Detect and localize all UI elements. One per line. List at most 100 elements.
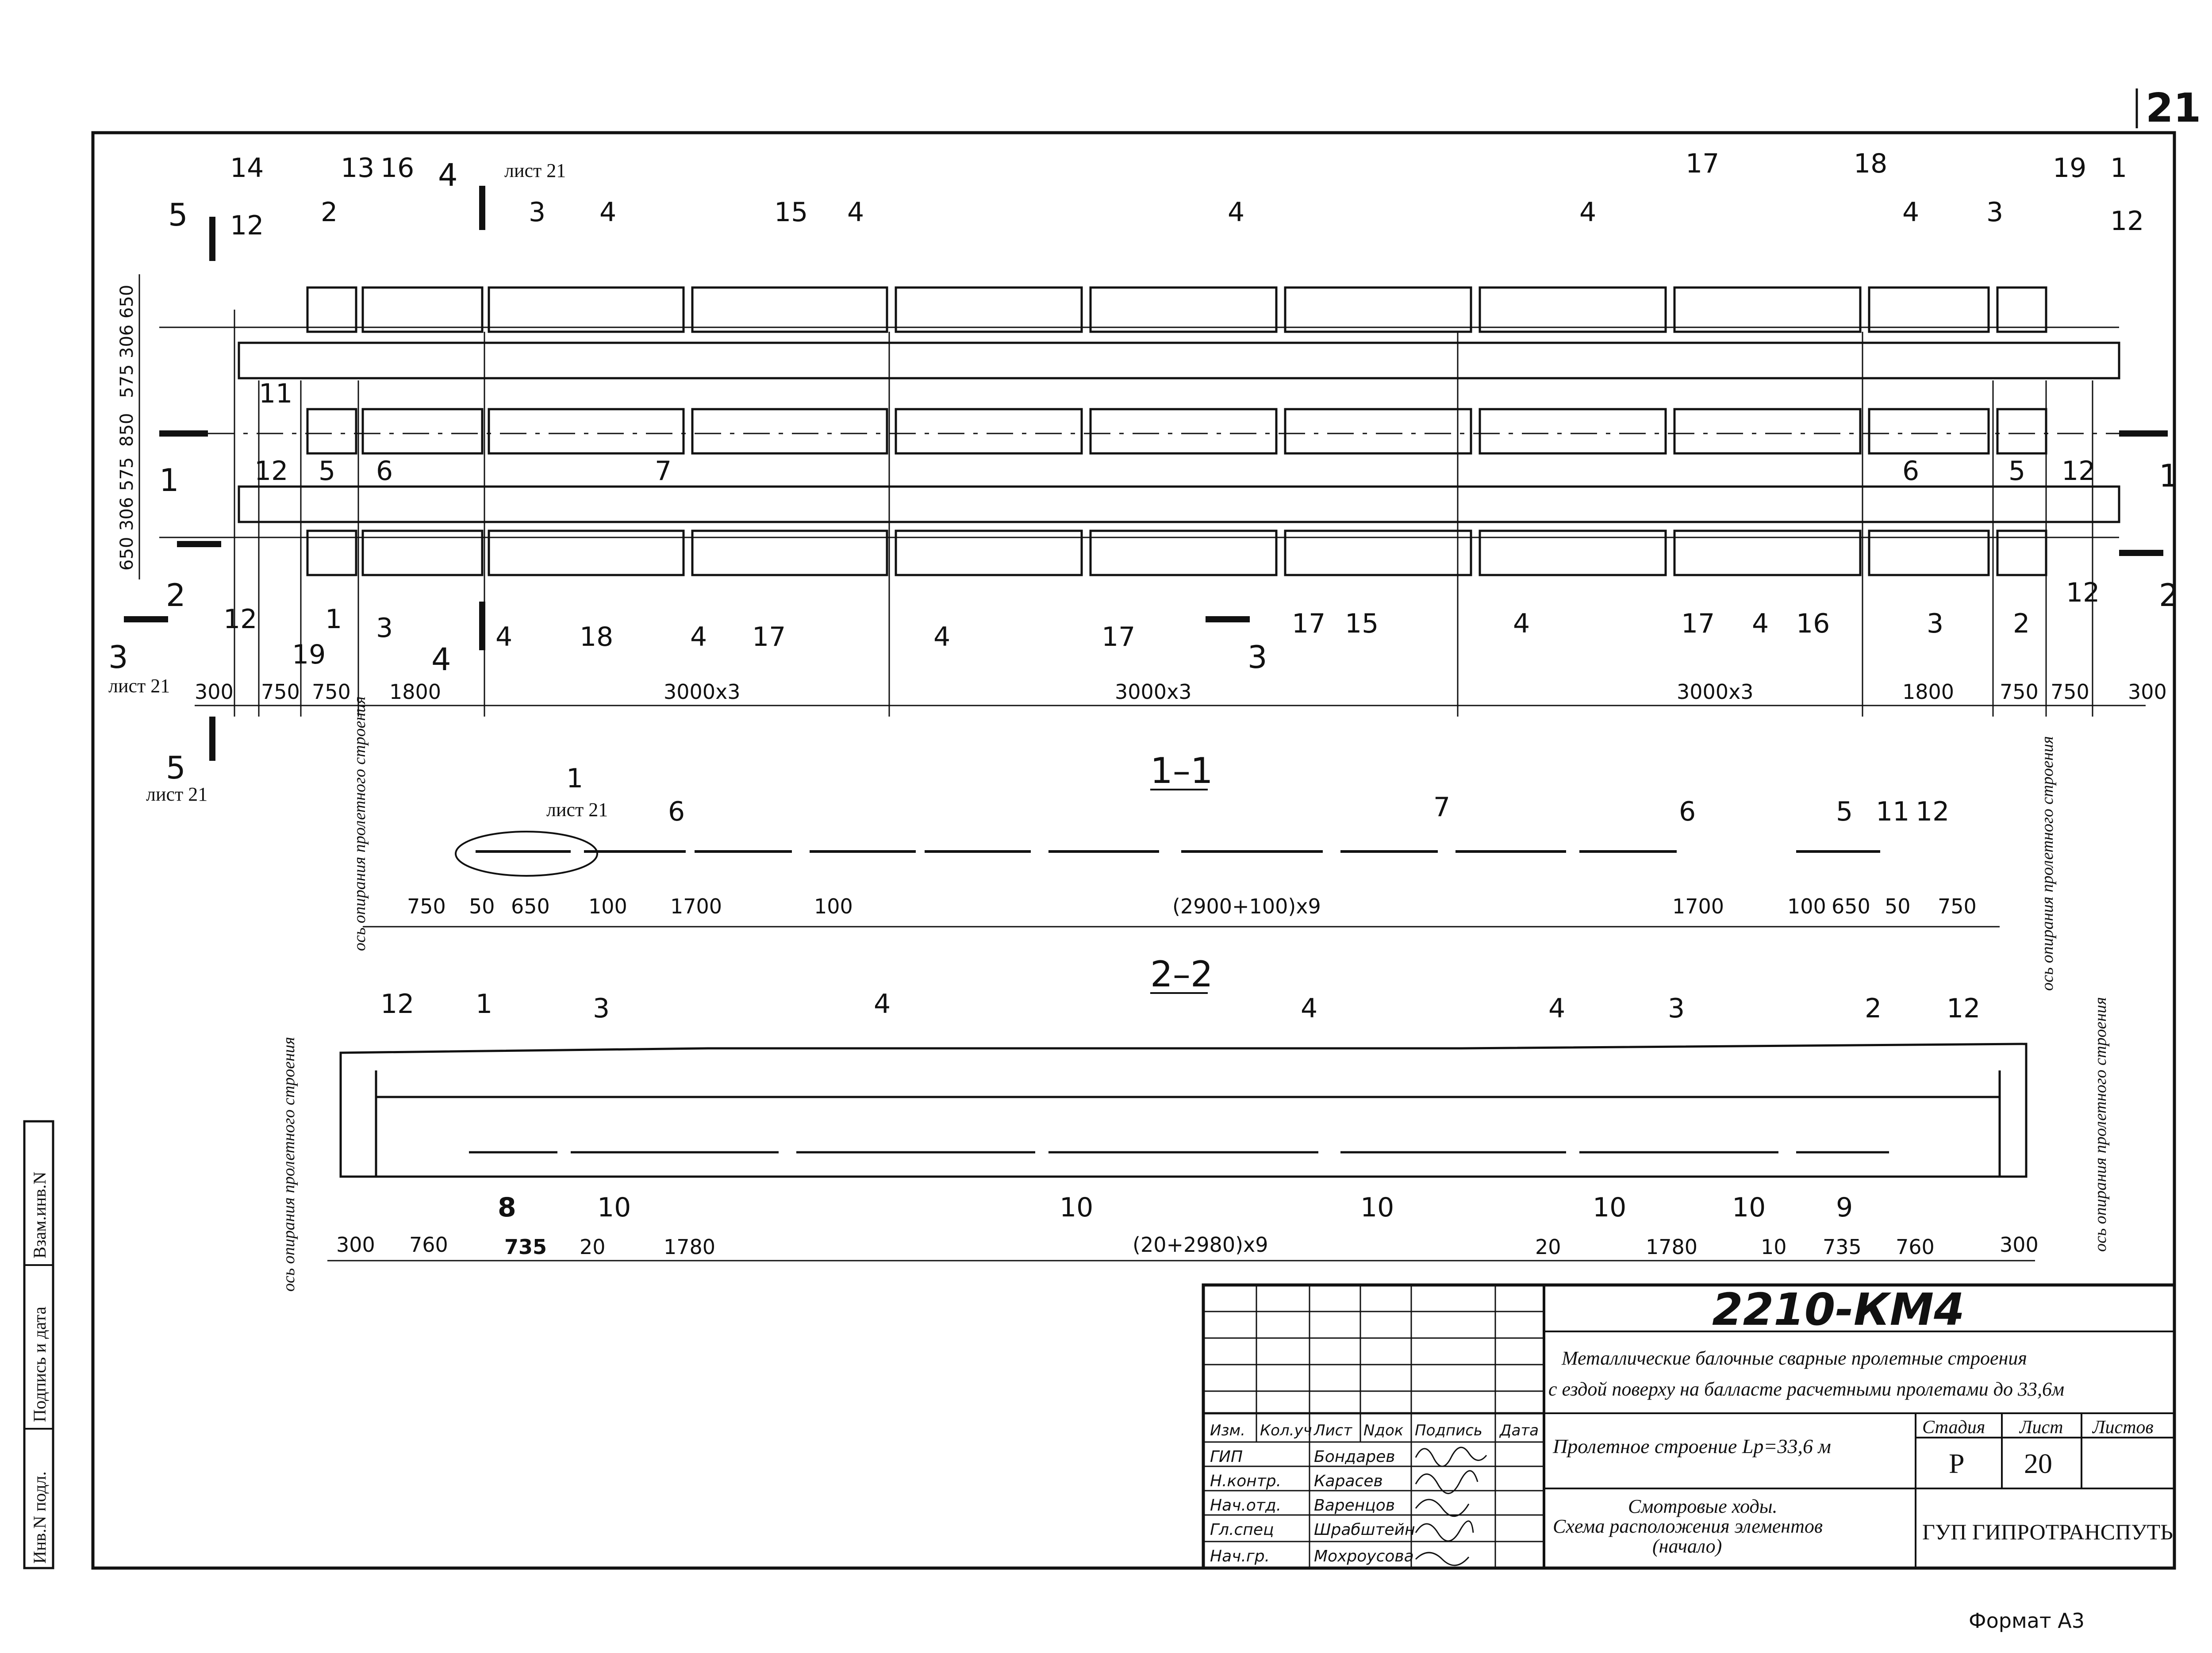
svg-text:4: 4 xyxy=(495,621,512,652)
svg-text:3: 3 xyxy=(376,613,393,644)
object-name: Пролетное строение Lp=33,6 м xyxy=(1552,1435,1831,1457)
svg-text:17: 17 xyxy=(1292,608,1325,639)
svg-text:650: 650 xyxy=(1832,894,1870,918)
svg-text:11: 11 xyxy=(259,378,292,409)
svg-text:2: 2 xyxy=(1865,993,1882,1024)
section-1-1-axis-right: ось опирания пролетного строения xyxy=(2038,736,2057,991)
svg-text:17: 17 xyxy=(1686,148,1719,179)
svg-text:13: 13 xyxy=(341,153,374,184)
svg-text:7: 7 xyxy=(1433,792,1450,823)
section-1-1-title: 1–1 xyxy=(1150,750,1213,791)
svg-text:1700: 1700 xyxy=(670,894,722,918)
svg-text:Нач.отд.: Нач.отд. xyxy=(1210,1496,1281,1515)
signatures xyxy=(1415,1446,1487,1566)
svg-text:300: 300 xyxy=(336,1233,375,1257)
svg-text:12: 12 xyxy=(1947,993,1980,1024)
svg-text:5: 5 xyxy=(1836,796,1853,827)
bottom-dimensions: 300 750 750 1800 3000x3 3000x3 3000x3 18… xyxy=(195,680,2167,706)
svg-text:300: 300 xyxy=(2128,680,2167,704)
svg-text:3: 3 xyxy=(1927,608,1943,639)
svg-text:2: 2 xyxy=(2159,577,2179,614)
svg-text:7: 7 xyxy=(655,456,672,487)
svg-text:лист 21: лист 21 xyxy=(146,783,207,805)
svg-text:1780: 1780 xyxy=(664,1235,715,1259)
svg-text:12: 12 xyxy=(254,456,288,487)
svg-text:4: 4 xyxy=(599,197,616,228)
svg-text:16: 16 xyxy=(1796,608,1830,639)
svg-text:10: 10 xyxy=(1732,1192,1766,1223)
svg-text:12: 12 xyxy=(2062,456,2095,487)
svg-text:лист 21: лист 21 xyxy=(108,675,170,697)
description-line-2: с ездой поверху на балласте расчетными п… xyxy=(1548,1378,2064,1400)
svg-text:Подпись: Подпись xyxy=(1415,1422,1482,1439)
svg-text:2: 2 xyxy=(166,577,186,614)
middle-callouts: 11 12 5 6 7 6 5 12 xyxy=(254,378,2095,487)
svg-text:1: 1 xyxy=(2110,153,2127,184)
svg-text:1800: 1800 xyxy=(389,680,441,704)
svg-text:750: 750 xyxy=(261,680,300,704)
svg-text:100: 100 xyxy=(1787,894,1826,918)
svg-text:1: 1 xyxy=(159,462,179,499)
svg-text:5: 5 xyxy=(319,456,335,487)
svg-text:1800: 1800 xyxy=(1902,680,1954,704)
svg-text:6: 6 xyxy=(376,456,393,487)
svg-text:1: 1 xyxy=(476,989,492,1020)
top-walkway-panels xyxy=(306,286,2047,333)
section-2-2-axis-left: ось опирания пролетного строения xyxy=(280,1037,298,1292)
side-stamp: Инв.N подл. Подпись и дата Взам.инв.N xyxy=(23,1120,54,1569)
sheet-corner-number: 21 xyxy=(2146,85,2201,131)
format-label: Формат А3 xyxy=(1969,1609,2085,1633)
svg-text:19: 19 xyxy=(2053,153,2086,184)
svg-text:12: 12 xyxy=(1916,796,1949,827)
svg-text:306: 306 xyxy=(117,497,137,531)
svg-text:4: 4 xyxy=(1513,608,1530,639)
stage-header: Стадия xyxy=(1922,1417,1985,1438)
svg-text:4: 4 xyxy=(1301,993,1317,1024)
stamp-signature-date: Подпись и дата xyxy=(30,1307,50,1422)
svg-text:3: 3 xyxy=(1986,197,2003,228)
stamp-replaced-inv: Взам.инв.N xyxy=(30,1172,50,1258)
svg-text:750: 750 xyxy=(2000,680,2039,704)
svg-text:6: 6 xyxy=(1902,456,1919,487)
svg-text:4: 4 xyxy=(1579,197,1596,228)
svg-text:17: 17 xyxy=(1681,608,1715,639)
svg-text:760: 760 xyxy=(1896,1235,1935,1259)
svg-text:750: 750 xyxy=(2051,680,2089,704)
svg-text:10: 10 xyxy=(1360,1192,1394,1223)
svg-text:1700: 1700 xyxy=(1672,894,1724,918)
svg-text:6: 6 xyxy=(668,796,685,827)
svg-text:575: 575 xyxy=(117,364,137,398)
svg-text:ГИП: ГИП xyxy=(1210,1448,1243,1466)
svg-text:1: 1 xyxy=(2159,458,2179,494)
svg-text:3: 3 xyxy=(108,639,128,675)
svg-text:4: 4 xyxy=(874,989,891,1020)
svg-text:18: 18 xyxy=(580,621,613,652)
svg-text:10: 10 xyxy=(1593,1192,1626,1223)
svg-text:760: 760 xyxy=(409,1233,448,1257)
svg-text:3000x3: 3000x3 xyxy=(664,680,741,704)
svg-text:Изм.: Изм. xyxy=(1210,1422,1245,1439)
drawing-title-line-1: Смотровые ходы. xyxy=(1628,1496,1778,1517)
svg-text:3: 3 xyxy=(1248,639,1267,675)
svg-text:4: 4 xyxy=(431,641,451,678)
bottom-callouts: 12 1 19 3 4 18 4 17 4 17 17 15 4 17 4 16… xyxy=(223,577,2100,670)
svg-text:14: 14 xyxy=(230,153,264,184)
svg-text:11: 11 xyxy=(1876,796,1909,827)
svg-text:16: 16 xyxy=(380,153,414,184)
svg-text:10: 10 xyxy=(597,1192,631,1223)
svg-text:3: 3 xyxy=(593,993,610,1024)
svg-text:Карасев: Карасев xyxy=(1314,1472,1383,1490)
side-dimensions: 650 306 575 850 575 306 650 xyxy=(117,274,140,579)
organization: ГУП ГИПРОТРАНСПУТЬ xyxy=(1922,1519,2173,1544)
svg-text:15: 15 xyxy=(1345,608,1379,639)
svg-text:12: 12 xyxy=(380,989,414,1020)
svg-text:9: 9 xyxy=(1836,1192,1853,1223)
svg-text:50: 50 xyxy=(469,894,495,918)
svg-text:650: 650 xyxy=(511,894,550,918)
svg-text:750: 750 xyxy=(407,894,446,918)
sheet-value: 20 xyxy=(2024,1448,2052,1479)
svg-text:735: 735 xyxy=(504,1235,547,1259)
plan-view: 14 13 16 2 3 4 15 4 4 17 4 18 4 3 19 1 1… xyxy=(108,148,2179,805)
svg-text:4: 4 xyxy=(1228,197,1244,228)
